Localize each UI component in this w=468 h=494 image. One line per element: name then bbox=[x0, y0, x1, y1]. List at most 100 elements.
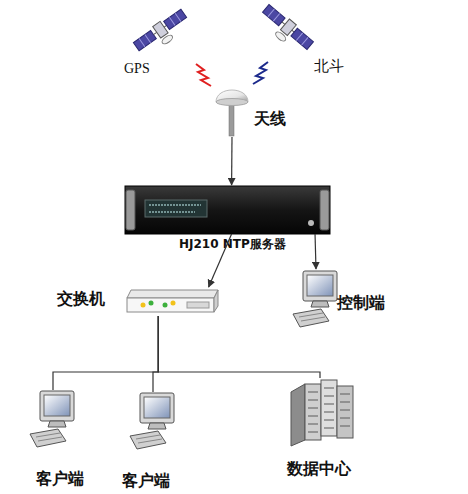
icon-part bbox=[127, 298, 214, 312]
gps-satellite: GPS bbox=[130, 5, 190, 55]
network-switch: 交换机 bbox=[125, 288, 220, 316]
icon-part bbox=[144, 397, 170, 418]
icon-part bbox=[216, 99, 248, 106]
device-icon bbox=[212, 82, 252, 137]
device-icon bbox=[125, 288, 220, 316]
icon-part bbox=[125, 186, 330, 234]
icon-part bbox=[308, 415, 318, 416]
device-icon bbox=[125, 186, 330, 234]
icon-part bbox=[320, 190, 329, 230]
icon-part bbox=[171, 301, 176, 306]
icon-part bbox=[324, 403, 334, 404]
icon-part bbox=[256, 3, 315, 57]
icon-part bbox=[308, 431, 318, 432]
icon-part bbox=[308, 391, 318, 392]
icon-part bbox=[324, 395, 334, 396]
icon-part bbox=[163, 303, 168, 308]
device-icon bbox=[128, 392, 178, 450]
icon-part bbox=[136, 435, 160, 439]
icon-part bbox=[132, 8, 192, 59]
icon-part bbox=[291, 384, 305, 446]
network-cable bbox=[153, 316, 158, 392]
ntp-server: HJ210 NTP服务器 bbox=[125, 186, 330, 234]
icon-part bbox=[48, 421, 66, 427]
data-center: 数据中心 bbox=[285, 378, 355, 446]
beidou-signal bbox=[253, 62, 268, 84]
node-label: 客户端 bbox=[122, 472, 170, 490]
icon-part bbox=[149, 301, 154, 306]
icon-part bbox=[273, 14, 279, 22]
icon-part bbox=[301, 317, 325, 321]
icon-part bbox=[149, 211, 195, 213]
node-label: 北斗 bbox=[314, 58, 344, 75]
icon-part bbox=[324, 411, 334, 412]
icon-part bbox=[302, 37, 308, 45]
icon-part bbox=[148, 423, 166, 429]
icon-part bbox=[308, 220, 314, 226]
icon-part bbox=[263, 5, 286, 26]
icon-part bbox=[40, 391, 74, 421]
icon-part bbox=[140, 393, 174, 423]
device-icon bbox=[285, 378, 355, 446]
icon-part bbox=[145, 200, 207, 217]
signal-arrow bbox=[314, 234, 316, 269]
client-computer: 客户端 bbox=[128, 392, 178, 450]
icon-part bbox=[340, 393, 350, 394]
icon-part bbox=[307, 275, 333, 296]
icon-part bbox=[187, 302, 209, 308]
icon-part bbox=[321, 380, 337, 436]
icon-part bbox=[308, 407, 318, 408]
device-icon bbox=[28, 390, 78, 448]
node-label: GPS bbox=[124, 61, 150, 76]
client-computer: 客户端 bbox=[28, 390, 78, 448]
icon-part bbox=[139, 39, 145, 47]
icon-part bbox=[340, 417, 350, 418]
gps-signal bbox=[196, 64, 211, 86]
icon-part bbox=[305, 384, 321, 440]
icon-part bbox=[293, 309, 329, 327]
icon-part bbox=[291, 28, 314, 49]
icon-part bbox=[324, 419, 334, 420]
device-icon bbox=[291, 270, 341, 328]
icon-part bbox=[308, 388, 350, 432]
gnss-antenna: 天线 bbox=[212, 82, 252, 137]
icon-part bbox=[149, 204, 201, 206]
signal-arrow bbox=[231, 137, 233, 185]
icon-part bbox=[130, 431, 166, 449]
icon-part bbox=[38, 437, 62, 441]
icon-part bbox=[296, 33, 302, 41]
icon-part bbox=[145, 35, 151, 43]
icon-part bbox=[282, 22, 285, 25]
icon-part bbox=[324, 427, 334, 428]
icon-part bbox=[44, 395, 70, 416]
icon-part bbox=[229, 102, 234, 136]
node-label: 天线 bbox=[254, 110, 286, 128]
node-label: 客户端 bbox=[36, 470, 84, 488]
icon-part bbox=[133, 30, 156, 50]
icon-part bbox=[268, 9, 274, 17]
icon-part bbox=[126, 190, 135, 230]
icon-part bbox=[169, 17, 175, 25]
icon-part bbox=[340, 425, 350, 426]
icon-part bbox=[303, 271, 337, 301]
icon-part bbox=[138, 439, 162, 443]
icon-part bbox=[161, 34, 174, 46]
icon-part bbox=[308, 423, 318, 424]
icon-part bbox=[30, 429, 66, 447]
icon-part bbox=[175, 13, 181, 21]
icon-part bbox=[340, 409, 350, 410]
icon-part bbox=[340, 401, 350, 402]
node-label: HJ210 NTP服务器 bbox=[179, 238, 286, 251]
node-label: 数据中心 bbox=[287, 460, 351, 478]
icon-part bbox=[164, 9, 187, 29]
icon-part bbox=[337, 386, 353, 438]
network-cable bbox=[158, 316, 320, 378]
icon-part bbox=[308, 399, 318, 400]
icon-part bbox=[141, 303, 146, 308]
icon-part bbox=[324, 387, 334, 388]
beidou-satellite: 北斗 bbox=[258, 2, 318, 52]
device-icon bbox=[258, 2, 318, 52]
icon-part bbox=[311, 301, 329, 307]
control-terminal: 控制端 bbox=[291, 270, 341, 328]
